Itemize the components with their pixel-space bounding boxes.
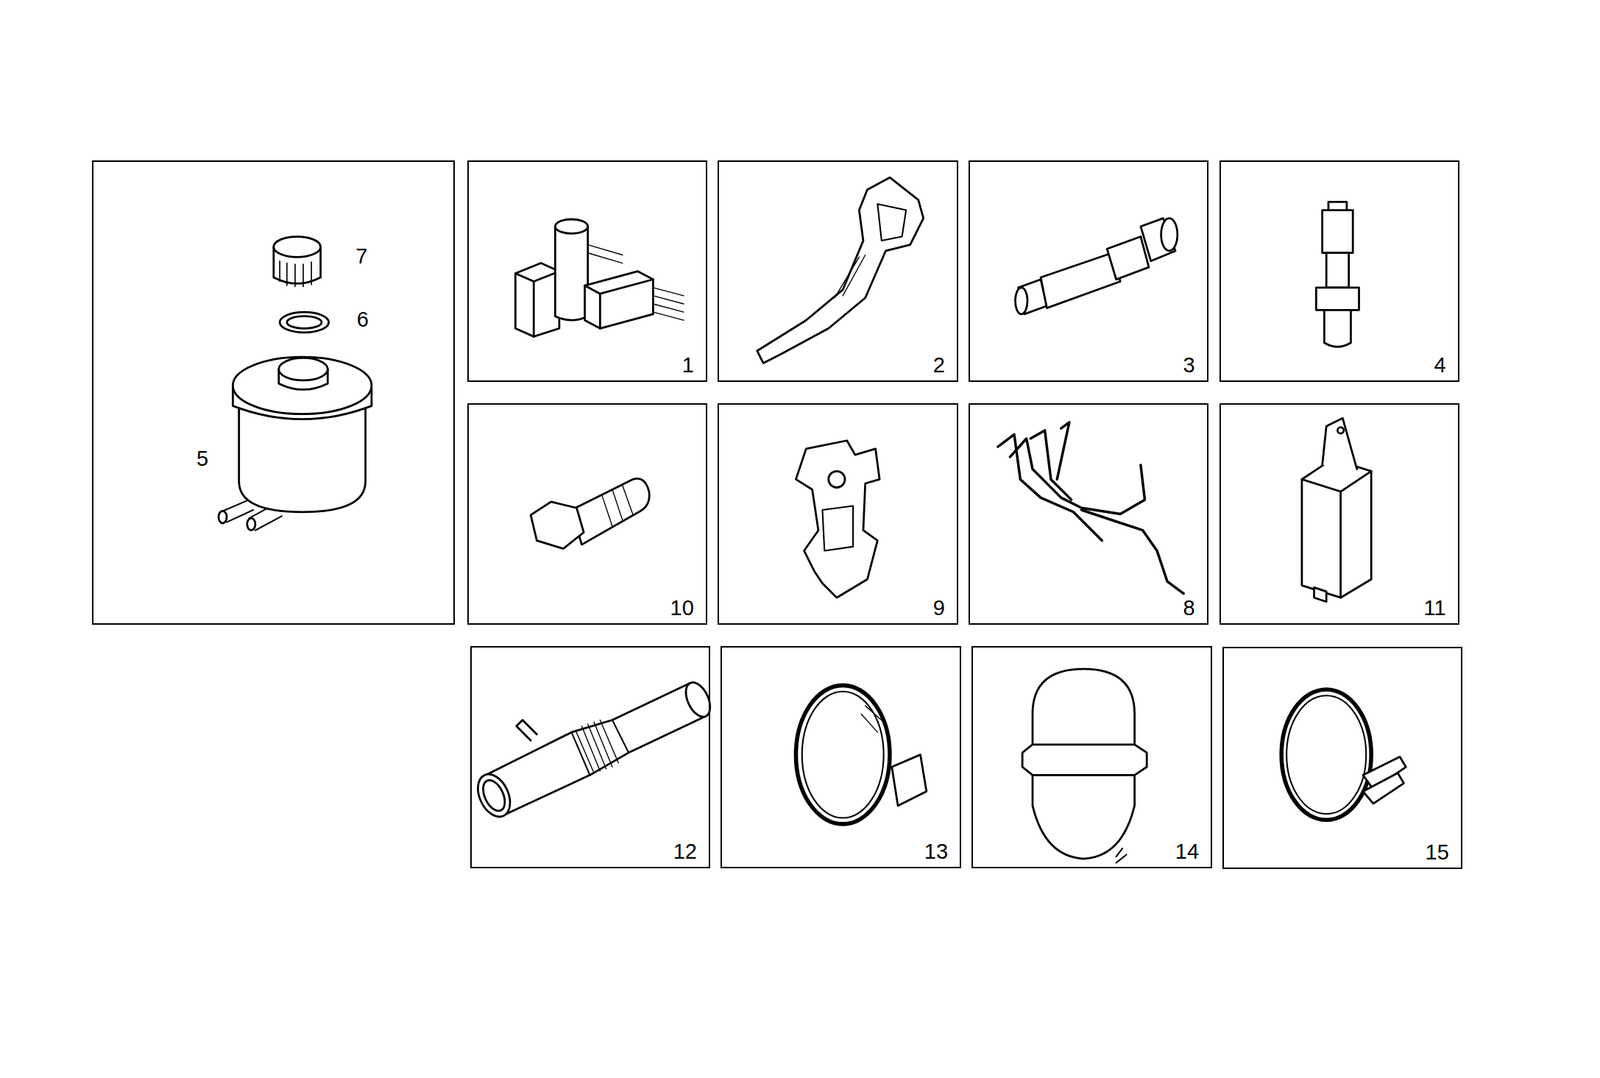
callout-number: 12: [673, 841, 697, 863]
callout-number: 2: [933, 354, 945, 377]
part-panel: 1: [467, 160, 708, 382]
hose-clamp: [795, 685, 926, 824]
callout-number: 14: [1175, 841, 1199, 863]
intake-pipe: [471, 678, 716, 823]
callout-number: 15: [1425, 841, 1450, 864]
part-panel: 11: [1219, 403, 1460, 625]
connector-kit: [515, 219, 684, 337]
callout-number: 11: [1424, 597, 1447, 619]
sensor: [1014, 218, 1177, 315]
part-panel: 8: [968, 403, 1209, 625]
pressure-sensor: [1315, 201, 1359, 347]
callout-number: 8: [1182, 597, 1195, 619]
callout-number: 10: [670, 597, 695, 619]
part-panel: 9: [717, 403, 959, 625]
fluid-reservoir: [218, 356, 372, 531]
reservoir-panel: 7 6 5: [91, 160, 456, 625]
part-panel: 15: [1222, 646, 1463, 870]
part-panel: 2: [717, 160, 959, 382]
callout-number: 1: [682, 354, 695, 377]
callout-number: 4: [1434, 354, 1447, 377]
callout-number: 13: [924, 841, 948, 863]
part-panel: 12: [470, 646, 711, 869]
accelerator-pedal: [757, 177, 924, 363]
callout-number: 6: [356, 309, 369, 331]
callout-number: 9: [933, 597, 945, 619]
seal-ring: [279, 312, 329, 333]
callout-number: 5: [196, 448, 209, 470]
bolt: [530, 478, 650, 549]
part-panel: 14: [971, 646, 1213, 869]
relay: [1301, 418, 1372, 602]
canister: [1022, 668, 1147, 863]
callout-number: 7: [355, 245, 368, 268]
pedal-bracket: [795, 440, 880, 598]
band-clamp: [1281, 689, 1406, 820]
callout-number: 3: [1182, 354, 1195, 377]
wiring-harness: [997, 422, 1184, 594]
part-panel: 10: [467, 403, 708, 625]
part-panel: 3: [968, 160, 1209, 382]
part-panel: 4: [1219, 160, 1460, 382]
part-panel: 13: [720, 646, 962, 869]
filler-cap: [273, 236, 321, 288]
